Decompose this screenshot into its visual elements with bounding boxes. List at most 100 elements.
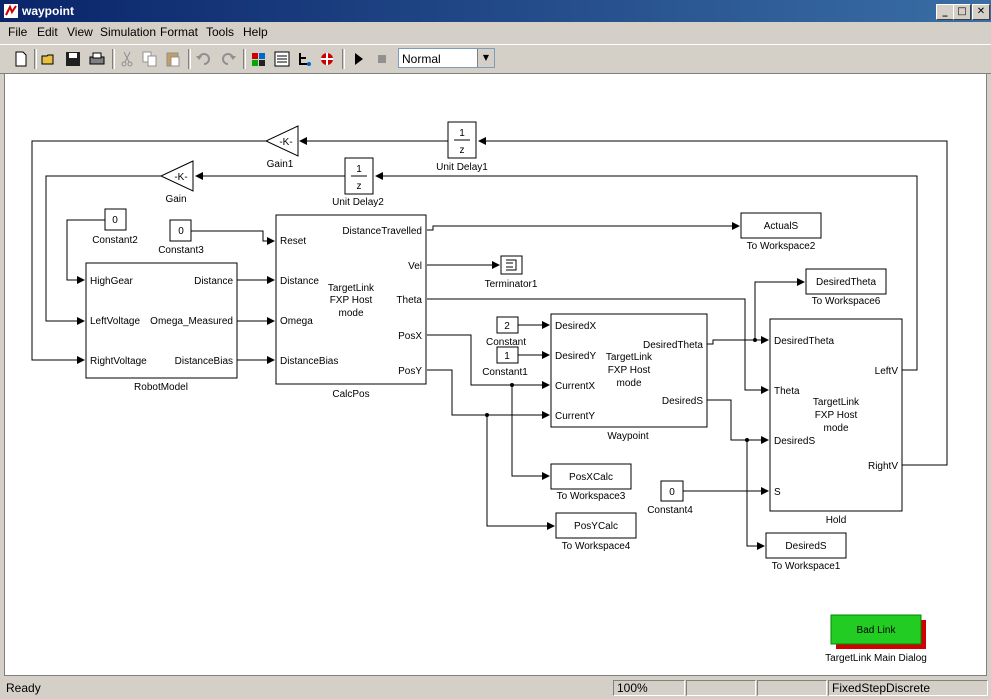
toolbar-separator [34, 49, 37, 69]
constant3-label: Constant3 [158, 245, 204, 256]
constant2-block[interactable]: 0 Constant2 [92, 208, 138, 246]
toolbar-separator [112, 49, 115, 69]
calcpos-out-theta: Theta [396, 295, 422, 306]
targetlink-main-dialog-block[interactable]: Bad Link TargetLink Main Dialog [825, 614, 927, 664]
waypoint-center-line2: FXP Host [608, 365, 651, 376]
calcpos-in-distancebias: DistanceBias [280, 356, 338, 367]
calcpos-out-posx: PosX [398, 331, 422, 342]
signal-posy-to-posycalc [486, 415, 555, 530]
waypoint-out-desireds: DesiredS [662, 396, 703, 407]
robot-model-block[interactable]: HighGear LeftVoltage RightVoltage Distan… [85, 262, 238, 393]
model-canvas[interactable]: -K- Gain1 -K- Gain 1 z Unit Delay1 1 z U… [4, 73, 987, 676]
calcpos-center-line2: FXP Host [330, 295, 373, 306]
to-workspace4-block[interactable]: PosYCalc To Workspace4 [555, 512, 637, 552]
waypoint-out-desiredtheta: DesiredTheta [643, 340, 703, 351]
stop-simulation-icon[interactable] [373, 50, 391, 68]
save-icon[interactable] [64, 50, 82, 68]
waypoint-in-currentx: CurrentX [555, 381, 595, 392]
status-text: Ready [6, 681, 41, 695]
constant4-label: Constant4 [647, 505, 693, 516]
gain1-block[interactable]: -K- Gain1 [264, 125, 299, 170]
unit-delay2-num: 1 [356, 164, 362, 175]
calcpos-in-omega: Omega [280, 316, 313, 327]
signal-constant2-to-highgear [66, 219, 105, 284]
menu-help[interactable]: Help [243, 25, 268, 39]
constant2-label: Constant2 [92, 235, 138, 246]
to-workspace2-block[interactable]: ActualS To Workspace2 [740, 212, 822, 252]
redo-icon[interactable] [219, 50, 237, 68]
robot-model-out-distance: Distance [194, 276, 233, 287]
calcpos-center-line3: mode [338, 308, 363, 319]
minimize-button[interactable]: _ [936, 4, 954, 20]
calcpos-label: CalcPos [332, 389, 369, 400]
calcpos-block[interactable]: Reset Distance Omega DistanceBias Distan… [275, 214, 427, 400]
signal-constant3-to-reset [191, 230, 275, 245]
open-folder-icon[interactable] [40, 50, 58, 68]
signal-posx-to-posxcalc [511, 385, 550, 480]
unit-delay2-den: z [357, 181, 362, 192]
menu-file[interactable]: File [8, 25, 28, 39]
model-explorer-icon[interactable] [273, 50, 291, 68]
constant-block[interactable]: 2 Constant [486, 316, 526, 348]
start-simulation-icon[interactable] [350, 50, 368, 68]
to-workspace1-label: To Workspace1 [772, 561, 841, 572]
toolbar: Normal ▼ [0, 44, 991, 74]
maximize-button[interactable]: □ [953, 4, 971, 20]
to-workspace1-block[interactable]: DesiredS To Workspace1 [765, 532, 847, 572]
debug-icon[interactable] [318, 50, 336, 68]
gain-value: -K- [174, 172, 187, 183]
calcpos-out-posy: PosY [398, 366, 422, 377]
status-bar: Ready 100% FixedStepDiscrete [0, 678, 991, 699]
menu-format[interactable]: Format [160, 25, 199, 39]
to-workspace6-block[interactable]: DesiredTheta To Workspace6 [805, 268, 887, 307]
calcpos-out-distancetravelled: DistanceTravelled [342, 226, 422, 237]
new-model-icon[interactable] [12, 50, 30, 68]
branch-point [753, 338, 757, 342]
gain-block[interactable]: -K- Gain [159, 160, 194, 205]
to-workspace1-value: DesiredS [785, 541, 826, 552]
solver-type: FixedStepDiscrete [828, 680, 988, 696]
calcpos-center-line1: TargetLink [328, 283, 375, 294]
waypoint-block[interactable]: DesiredX DesiredY CurrentX CurrentY Desi… [550, 313, 708, 442]
robot-model-out-omega: Omega_Measured [150, 316, 233, 327]
copy-icon[interactable] [141, 50, 159, 68]
simulation-mode-value: Normal [402, 52, 441, 66]
simulation-mode-select[interactable]: Normal ▼ [398, 48, 495, 68]
constant1-block[interactable]: 1 Constant1 [482, 346, 528, 378]
model-hierarchy-icon[interactable] [296, 50, 314, 68]
constant4-value: 0 [669, 487, 675, 498]
hold-block[interactable]: DesiredTheta Theta DesiredS S LeftV Righ… [769, 318, 903, 526]
to-workspace3-label: To Workspace3 [557, 491, 626, 502]
toolbar-separator [243, 49, 246, 69]
unit-delay1-block[interactable]: 1 z Unit Delay1 [436, 121, 488, 173]
unit-delay2-block[interactable]: 1 z Unit Delay2 [332, 157, 384, 208]
menu-simulation[interactable]: Simulation [100, 25, 157, 39]
cut-icon[interactable] [118, 50, 136, 68]
constant4-block[interactable]: 0 Constant4 [647, 480, 693, 516]
robot-model-in-leftvoltage: LeftVoltage [90, 316, 140, 327]
to-workspace6-value: DesiredTheta [816, 277, 876, 288]
signal-desiredtheta-to-workspace6 [754, 278, 805, 340]
terminator1-block[interactable]: Terminator1 [485, 255, 538, 290]
paste-icon[interactable] [164, 50, 182, 68]
library-browser-icon[interactable] [250, 50, 268, 68]
unit-delay1-den: z [460, 145, 465, 156]
gain1-value: -K- [279, 137, 292, 148]
to-workspace3-block[interactable]: PosXCalc To Workspace3 [550, 463, 632, 502]
constant3-block[interactable]: 0 Constant3 [158, 219, 204, 256]
menu-edit[interactable]: Edit [37, 25, 58, 39]
waypoint-in-desiredx: DesiredX [555, 321, 596, 332]
undo-icon[interactable] [195, 50, 213, 68]
print-icon[interactable] [88, 50, 106, 68]
calcpos-out-vel: Vel [408, 261, 422, 272]
close-button[interactable]: ✕ [972, 4, 990, 20]
hold-center-line3: mode [823, 423, 848, 434]
toolbar-separator [342, 49, 345, 69]
minimize-icon: _ [942, 6, 948, 17]
menu-tools[interactable]: Tools [206, 25, 235, 39]
hold-in-theta: Theta [774, 386, 800, 397]
bad-link-button-label: Bad Link [857, 625, 897, 636]
menu-view[interactable]: View [67, 25, 93, 39]
chevron-down-icon[interactable]: ▼ [477, 49, 494, 67]
block-diagram[interactable]: -K- Gain1 -K- Gain 1 z Unit Delay1 1 z U… [5, 74, 987, 676]
